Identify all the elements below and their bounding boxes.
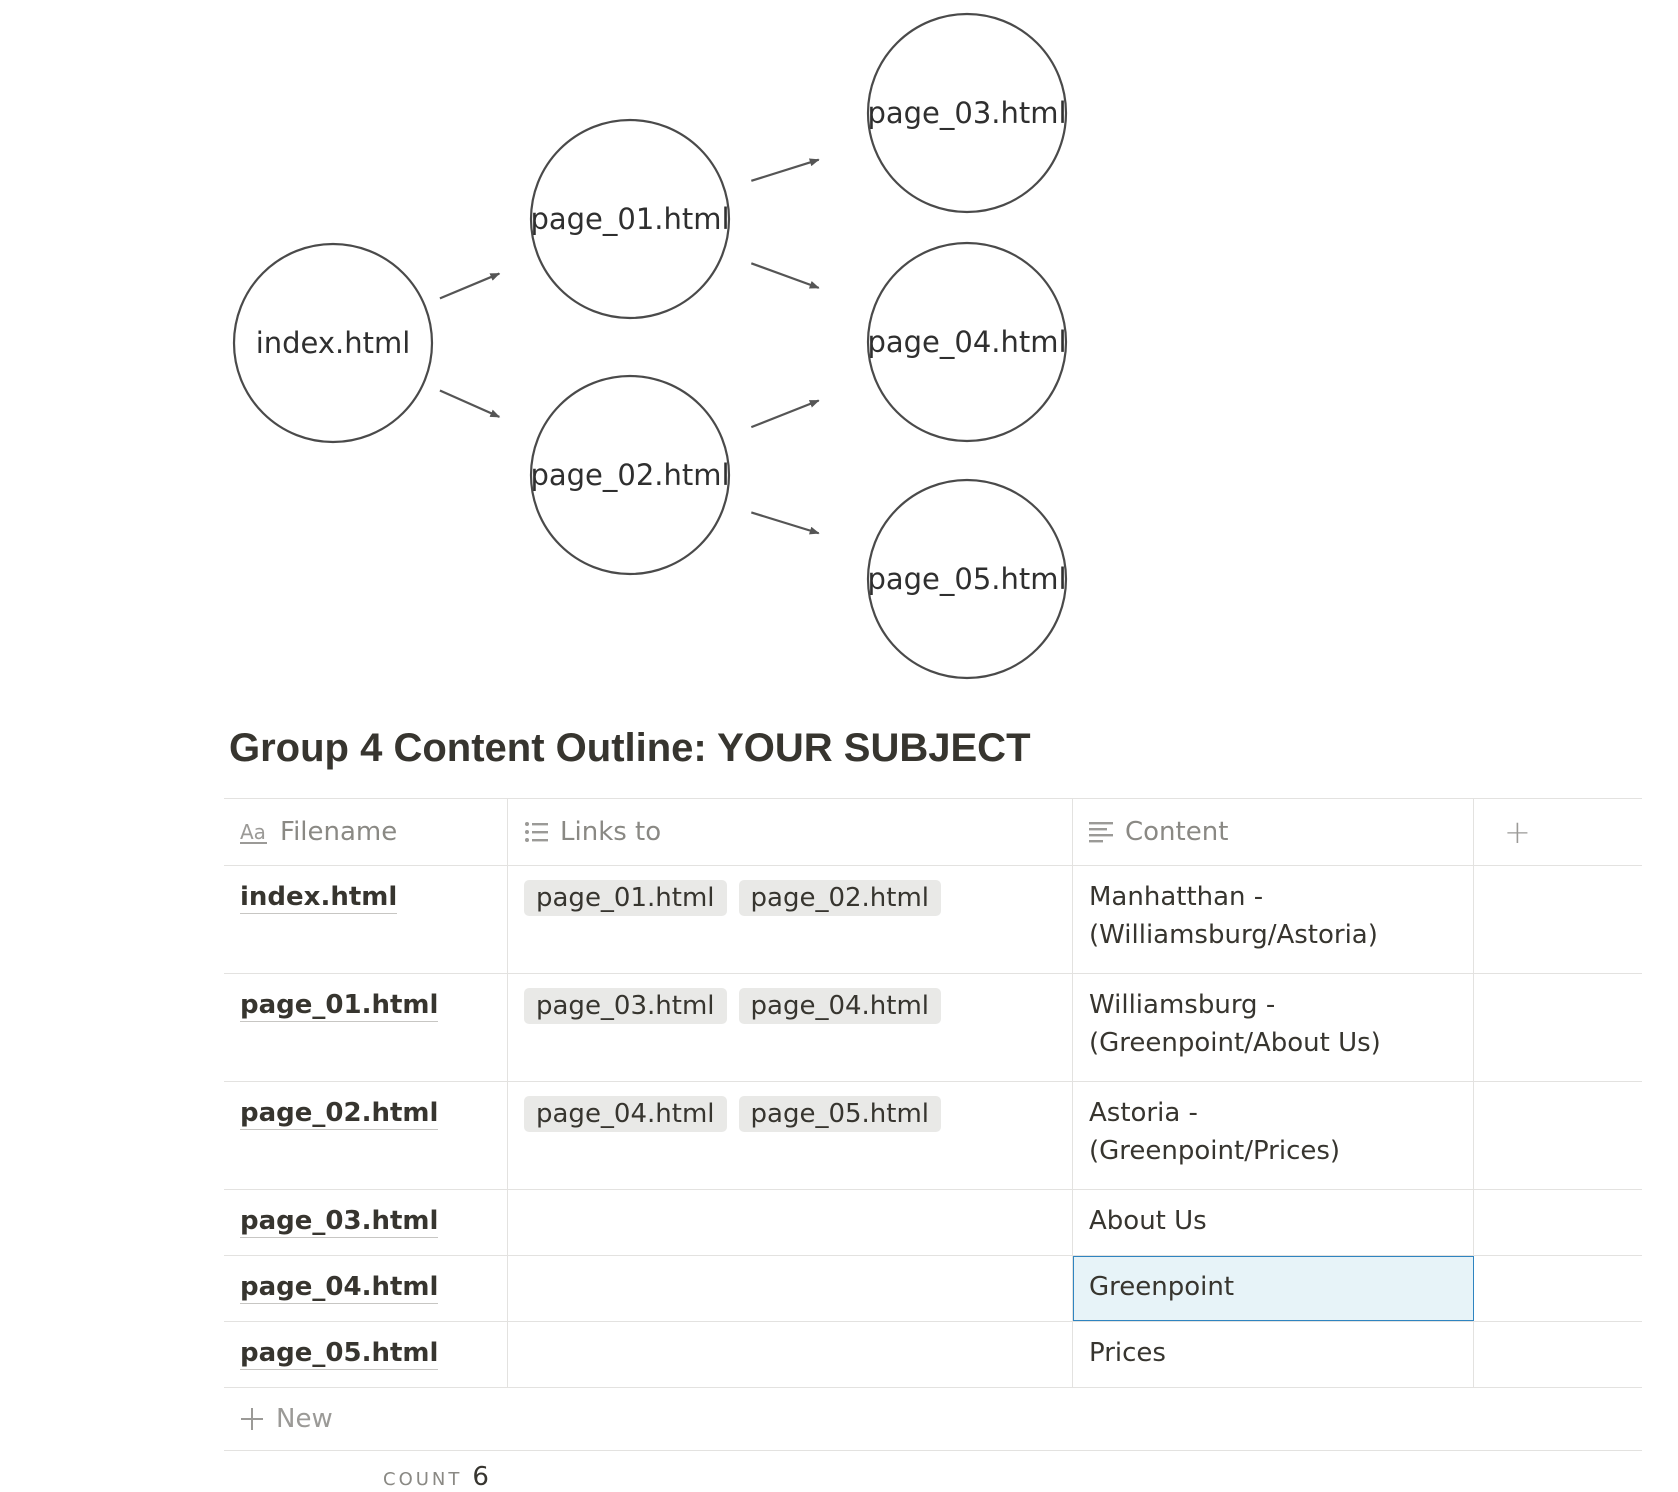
link-tag[interactable]: page_01.html: [524, 880, 727, 916]
link-tags: page_04.html page_05.html: [524, 1096, 1056, 1132]
empty-cell[interactable]: [1474, 1190, 1642, 1255]
column-header-links-to-label: Links to: [560, 817, 662, 847]
node-circle-index: [232, 242, 434, 444]
content-text-line: Prices: [1089, 1338, 1166, 1368]
link-tag[interactable]: page_04.html: [738, 988, 942, 1024]
node-label-p02: page_02.html: [530, 458, 729, 492]
content-cell[interactable]: Greenpoint: [1073, 1256, 1474, 1321]
filename-cell[interactable]: page_01.html: [224, 974, 508, 1081]
links-to-cell[interactable]: page_03.html page_04.html: [508, 974, 1073, 1081]
content-text-line: About Us: [1089, 1206, 1207, 1236]
empty-cell[interactable]: [1474, 974, 1642, 1081]
arrow-p01-to-p04: [750, 262, 820, 289]
content-text-line: Astoria -: [1089, 1098, 1198, 1128]
link-tags: page_03.html page_04.html: [524, 988, 1056, 1024]
plus-icon: [240, 1407, 264, 1431]
sitemap-diagram: index.html page_01.html page_02.html page_0…: [232, 12, 1068, 680]
links-to-cell[interactable]: [508, 1322, 1073, 1387]
links-to-cell[interactable]: [508, 1190, 1073, 1255]
arrow-p02-to-p04: [750, 399, 820, 429]
count-label: COUNT: [383, 1469, 463, 1490]
arrow-p02-to-p05: [750, 511, 820, 535]
content-cell[interactable]: Manhatthan - (Williamsburg/Astoria): [1073, 866, 1474, 973]
content-text-line: Greenpoint: [1089, 1272, 1235, 1302]
filename-cell[interactable]: index.html: [224, 866, 508, 973]
node-circle-p01: [529, 118, 731, 320]
text-property-icon: Aa: [240, 820, 268, 844]
node-circle-p05: [866, 478, 1068, 680]
content-text-line: Williamsburg -: [1089, 990, 1276, 1020]
plus-icon: +: [1504, 813, 1531, 851]
page-title: Group 4 Content Outline: YOUR SUBJECT: [229, 726, 1031, 770]
empty-cell[interactable]: [1474, 1322, 1642, 1387]
empty-cell[interactable]: [1474, 866, 1642, 973]
new-row-button[interactable]: New: [224, 1388, 1642, 1451]
svg-text:Aa: Aa: [240, 820, 266, 844]
content-cell[interactable]: About Us: [1073, 1190, 1474, 1255]
column-header-filename-label: Filename: [280, 817, 398, 847]
content-cell[interactable]: Williamsburg - (Greenpoint/About Us): [1073, 974, 1474, 1081]
table-row[interactable]: page_05.html Prices: [224, 1322, 1642, 1388]
table-row[interactable]: page_02.html page_04.html page_05.html Asto…: [224, 1082, 1642, 1190]
node-circle-p04: [866, 241, 1068, 443]
filename-link[interactable]: index.html: [240, 882, 398, 914]
content-text-line: (Greenpoint/Prices): [1089, 1136, 1341, 1166]
list-property-icon: [524, 821, 548, 843]
links-to-cell[interactable]: [508, 1256, 1073, 1321]
table-row[interactable]: index.html page_01.html page_02.html Manhat…: [224, 866, 1642, 974]
filename-link[interactable]: page_05.html: [240, 1338, 439, 1370]
table-row[interactable]: page_03.html About Us: [224, 1190, 1642, 1256]
row-count[interactable]: COUNT 6: [383, 1462, 489, 1492]
link-tag[interactable]: page_04.html: [524, 1096, 727, 1132]
arrow-index-to-p02: [439, 389, 501, 418]
table-header-row: Aa Filename Links to: [224, 798, 1642, 866]
column-header-links-to[interactable]: Links to: [508, 799, 1073, 865]
text-lines-icon: [1089, 821, 1113, 843]
content-text-line: (Greenpoint/About Us): [1089, 1028, 1381, 1058]
filename-link[interactable]: page_01.html: [240, 990, 439, 1022]
arrow-p01-to-p03: [750, 158, 820, 182]
empty-cell[interactable]: [1474, 1082, 1642, 1189]
table-body: index.html page_01.html page_02.html Manhat…: [224, 866, 1642, 1388]
node-label-p05: page_05.html: [867, 562, 1066, 596]
content-cell[interactable]: Astoria - (Greenpoint/Prices): [1073, 1082, 1474, 1189]
filename-cell[interactable]: page_05.html: [224, 1322, 508, 1387]
add-property-button[interactable]: +: [1474, 799, 1642, 865]
arrow-index-to-p01: [439, 272, 501, 300]
content-text-line: (Williamsburg/Astoria): [1089, 920, 1378, 950]
links-to-cell[interactable]: page_01.html page_02.html: [508, 866, 1073, 973]
new-row-label: New: [276, 1404, 333, 1434]
node-label-p03: page_03.html: [867, 96, 1066, 130]
database-table: Aa Filename Links to: [224, 798, 1642, 1451]
filename-cell[interactable]: page_04.html: [224, 1256, 508, 1321]
links-to-cell[interactable]: page_04.html page_05.html: [508, 1082, 1073, 1189]
node-label-index: index.html: [256, 326, 411, 360]
column-header-content-label: Content: [1125, 817, 1229, 847]
column-header-content[interactable]: Content: [1073, 799, 1474, 865]
link-tags: page_01.html page_02.html: [524, 880, 1056, 916]
node-circle-p02: [529, 374, 731, 576]
node-label-p01: page_01.html: [530, 202, 729, 236]
filename-link[interactable]: page_02.html: [240, 1098, 439, 1130]
link-tag[interactable]: page_03.html: [524, 988, 727, 1024]
count-value: 6: [472, 1462, 489, 1492]
node-label-p04: page_04.html: [867, 325, 1066, 359]
link-tag[interactable]: page_02.html: [738, 880, 942, 916]
filename-cell[interactable]: page_03.html: [224, 1190, 508, 1255]
content-cell[interactable]: Prices: [1073, 1322, 1474, 1387]
table-row[interactable]: page_04.html Greenpoint: [224, 1256, 1642, 1322]
column-header-filename[interactable]: Aa Filename: [224, 799, 508, 865]
filename-link[interactable]: page_04.html: [240, 1272, 439, 1304]
filename-cell[interactable]: page_02.html: [224, 1082, 508, 1189]
table-row[interactable]: page_01.html page_03.html page_04.html Will…: [224, 974, 1642, 1082]
content-text-line: Manhatthan -: [1089, 882, 1264, 912]
node-circle-p03: [866, 12, 1068, 214]
link-tag[interactable]: page_05.html: [738, 1096, 942, 1132]
filename-link[interactable]: page_03.html: [240, 1206, 439, 1238]
empty-cell[interactable]: [1474, 1256, 1642, 1321]
